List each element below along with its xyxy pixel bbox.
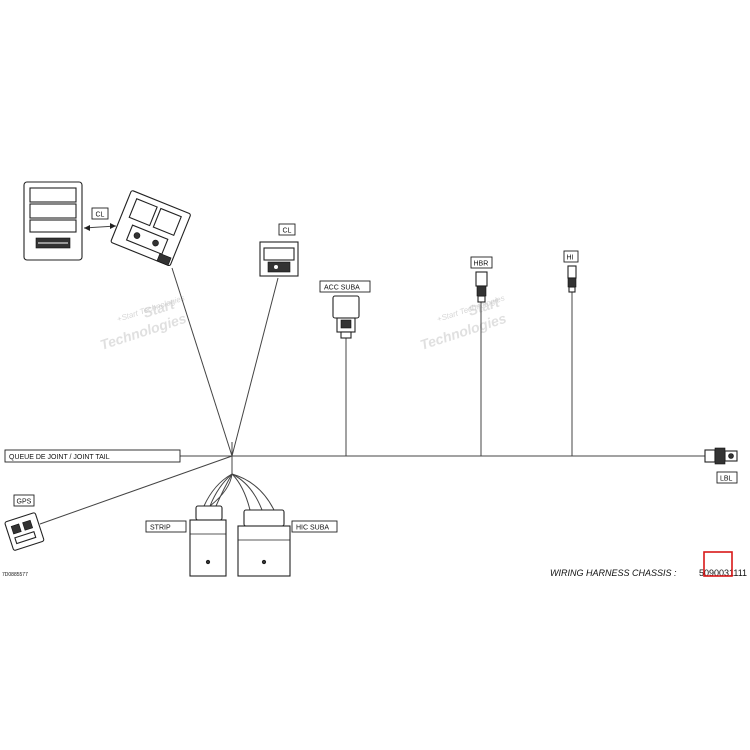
- wire-to-module: [171, 267, 233, 457]
- wire-to-cl-connector: [231, 277, 279, 457]
- label-cl-top: CL: [91, 207, 109, 220]
- label-gps: GPS: [13, 494, 35, 507]
- watermark-right: +Start Technologies Start Technologies: [418, 293, 508, 352]
- watermark-brand2-left: Technologies: [98, 310, 188, 353]
- hi-sensor: [567, 265, 577, 293]
- svg-text:LBL: LBL: [720, 476, 733, 483]
- highlight-box: [703, 551, 733, 577]
- svg-text:HI: HI: [567, 255, 574, 262]
- cl-connector: [259, 241, 299, 277]
- label-lbl: LBL: [716, 471, 738, 484]
- lower-fan-wires: [203, 473, 275, 511]
- label-strip: STRIP: [145, 520, 187, 533]
- corner-code: 7D0885577: [2, 572, 28, 578]
- lbl-connector: [704, 447, 738, 465]
- hic-suba-connector: [237, 509, 291, 577]
- diagram-title: WIRING HARNESS CHASSIS :: [550, 568, 677, 578]
- label-hi: HI: [563, 250, 579, 263]
- wire-to-gps: [39, 455, 233, 525]
- acc-suba-connector: [332, 295, 360, 339]
- label-hic-suba: HIC SUBA: [291, 520, 338, 533]
- svg-text:CL: CL: [283, 228, 292, 235]
- svg-text:STRIP: STRIP: [150, 525, 171, 532]
- svg-text:ACC SUBA: ACC SUBA: [324, 285, 360, 292]
- hbr-sensor: [475, 271, 488, 303]
- strip-connector: [189, 505, 227, 577]
- svg-text:GPS: GPS: [17, 499, 32, 506]
- label-hbr: HBR: [470, 256, 493, 269]
- arrow-right-icon: [110, 223, 116, 229]
- svg-text:QUEUE DE JOINT / JOINT TAIL: QUEUE DE JOINT / JOINT TAIL: [9, 454, 110, 461]
- arrow-left-icon: [84, 225, 90, 231]
- ecu-module: [23, 181, 83, 261]
- label-joint-tail: QUEUE DE JOINT / JOINT TAIL: [4, 449, 181, 463]
- svg-text:HBR: HBR: [474, 261, 489, 268]
- watermark-left: +Start Technologies Start Technologies: [98, 294, 188, 353]
- gps-connector: [4, 512, 45, 551]
- part-number: 5090031111: [699, 568, 747, 578]
- watermark-brand2-right: Technologies: [418, 310, 508, 353]
- module-connector: [110, 190, 191, 267]
- label-acc-suba: ACC SUBA: [319, 280, 371, 293]
- svg-text:HIC SUBA: HIC SUBA: [296, 525, 329, 532]
- svg-text:CL: CL: [96, 212, 105, 219]
- label-cl-mid: CL: [278, 223, 296, 236]
